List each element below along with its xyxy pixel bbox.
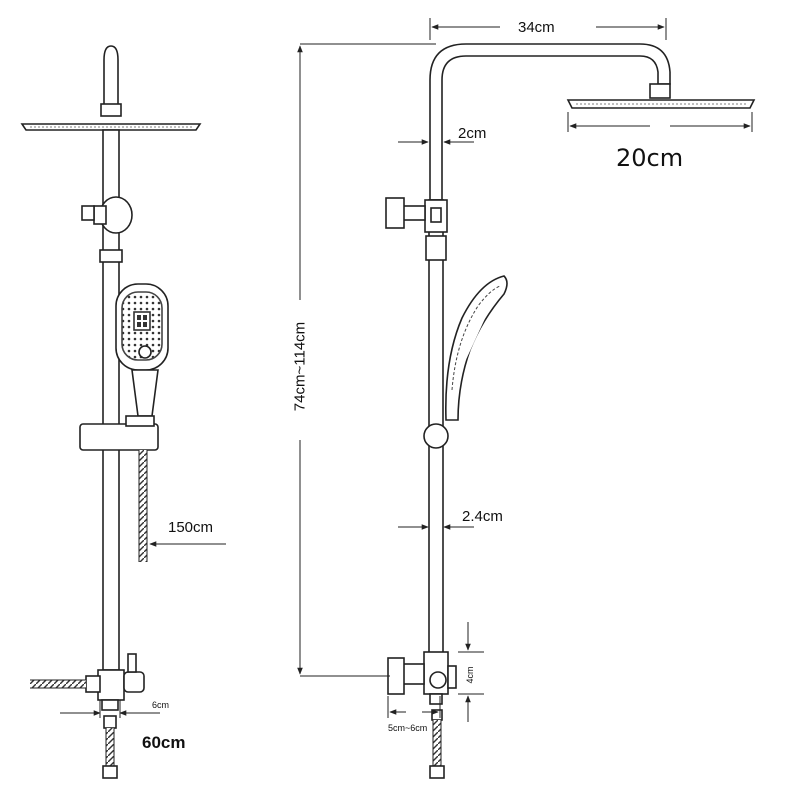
dim-valve-height: 4cm <box>465 666 475 684</box>
dim-bracket-spacing: 5cm~6cm <box>388 723 428 733</box>
front-view <box>20 45 202 779</box>
side-gooseneck-arm <box>429 43 671 201</box>
dim-arm-length: 34cm <box>518 19 555 36</box>
dim-inlet-size: 6cm <box>152 700 170 710</box>
front-upper-diverter <box>81 196 133 234</box>
side-mixing-valve <box>387 651 457 695</box>
front-dimensions <box>60 541 226 718</box>
side-dimensions <box>297 18 753 722</box>
front-top-arm <box>103 45 119 109</box>
side-hand-shower <box>445 275 508 421</box>
dim-inlet-hose-length: 60cm <box>142 733 186 752</box>
side-upper-diverter <box>385 197 448 233</box>
side-slider-knob <box>423 423 449 449</box>
dim-arm-diameter: 2cm <box>458 125 487 142</box>
dim-hose-length: 150cm <box>168 519 214 536</box>
side-arm-nut <box>649 83 671 99</box>
side-view <box>385 43 756 779</box>
front-slider-bracket <box>79 423 159 451</box>
dim-head-width: 20cm <box>616 144 684 172</box>
dim-height-range: 74cm~114cm <box>291 321 309 412</box>
front-mixing-valve <box>85 653 145 701</box>
front-arm-nut <box>100 103 122 117</box>
dim-pipe-diameter: 2.4cm <box>462 508 503 525</box>
front-hand-shower <box>115 283 169 417</box>
